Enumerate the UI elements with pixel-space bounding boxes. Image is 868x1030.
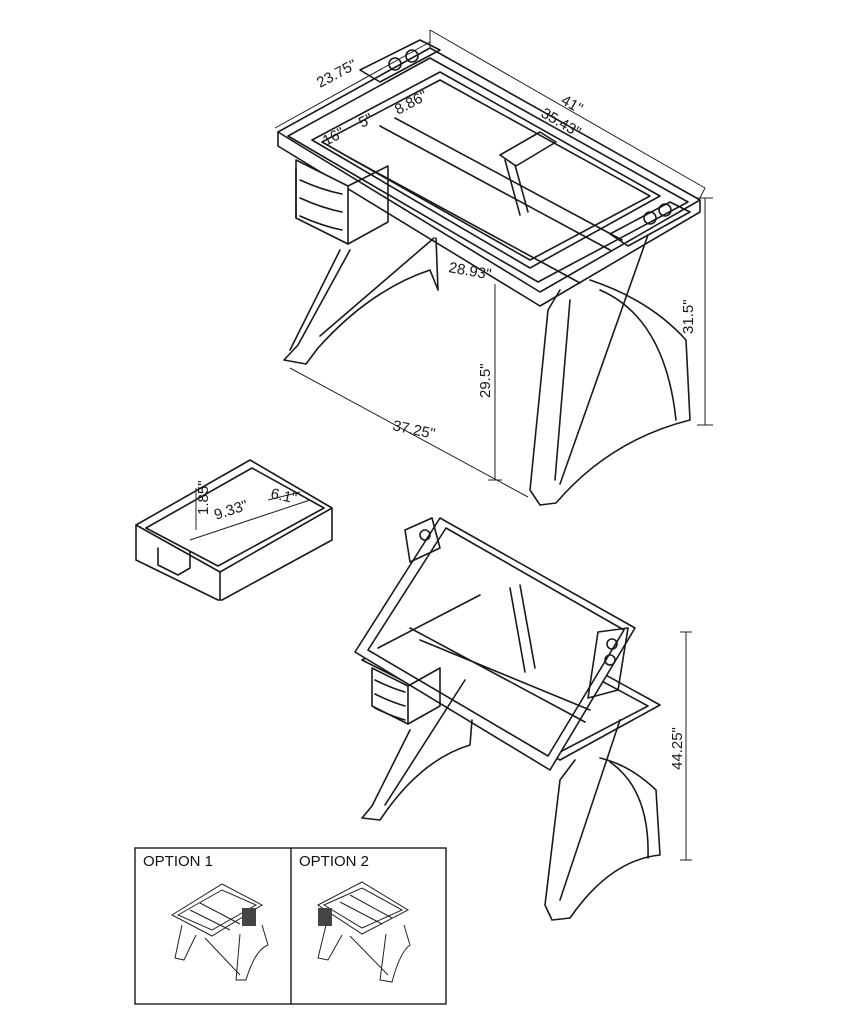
option1-thumbnail [170,883,269,981]
option2-label: OPTION 2 [299,853,369,870]
option2-thumbnail [317,881,411,983]
option1-label: OPTION 1 [143,853,213,870]
dim-top-depth: 23.75" [314,56,360,91]
dim-seat-height: 29.5" [477,363,494,398]
dim-drawer-height: 1.85" [195,480,212,515]
drawer-drawing [135,459,333,601]
dim-tilted-height: 44.25" [669,727,686,770]
dim-total-height: 31.5" [680,299,697,334]
dim-base-width: 37.25" [391,417,436,443]
dim-glass-depth: 28.93" [447,259,492,283]
dim-drawer-depth: 6.1" [269,485,298,507]
main-table-drawing [274,29,713,506]
tilted-table-drawing [354,517,692,921]
options-box [134,847,447,1005]
